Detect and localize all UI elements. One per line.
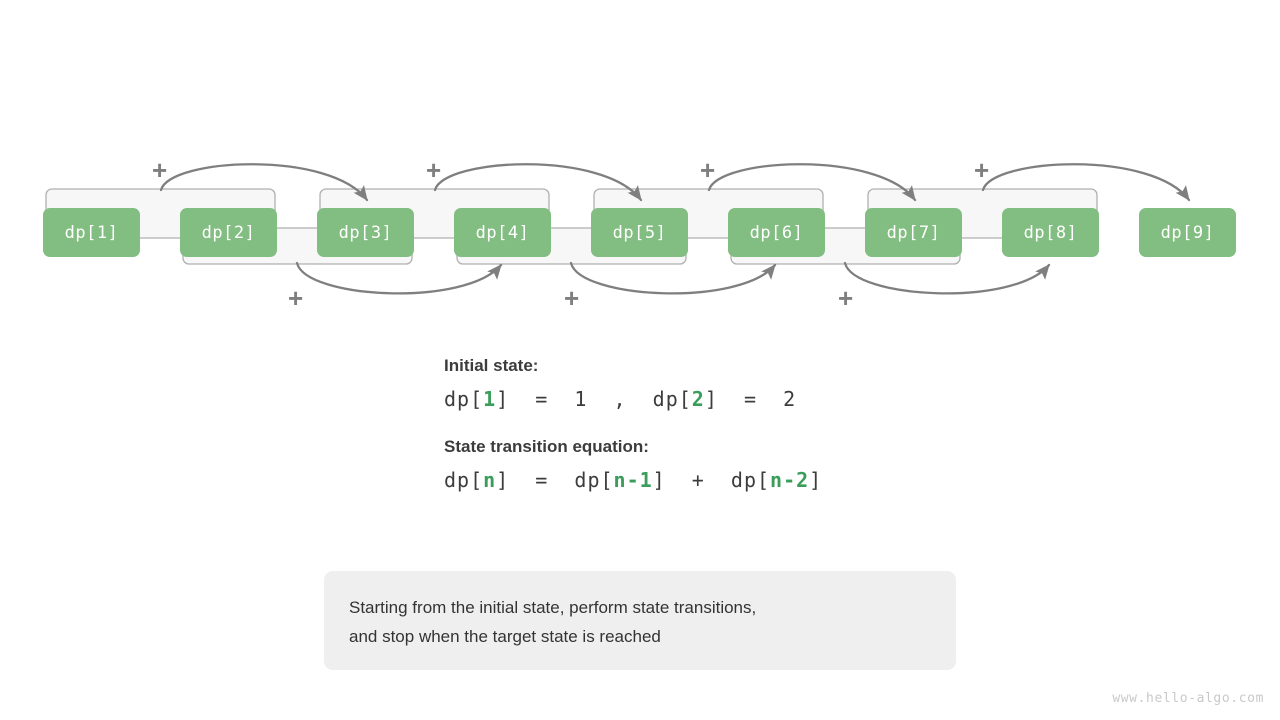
dp-box-8: dp[8] [1002,208,1099,257]
dp-box-4: dp[4] [454,208,551,257]
plus-sign-bottom-3: + [838,283,854,313]
formula-index: 1 [483,387,497,411]
initial-state-heading: Initial state: [444,356,539,375]
caption-line-1: Starting from the initial state, perform… [349,598,757,617]
dp-box-3: dp[3] [317,208,414,257]
formula-index: n [483,468,497,492]
transition-heading: State transition equation: [444,437,649,456]
arrow-group-bottom [295,261,1051,295]
formula-text: ] = 2 [704,387,797,411]
formula-text: ] = dp[ [496,468,614,492]
formula-index: 2 [691,387,705,411]
plus-sign-top-3: + [700,155,716,185]
site-watermark: www.hello-algo.com [1112,691,1264,706]
dp-box-1: dp[1] [43,208,140,257]
plus-sign-top-1: + [152,155,168,185]
caption-line-2: and stop when the target state is reache… [349,626,661,646]
diagram-connectors [45,163,1191,295]
formula-index: n-2 [770,468,810,492]
explanation-text: Initial state: dp[1] = 1 , dp[2] = 2 Sta… [444,356,1004,518]
plus-sign-bottom-2: + [564,283,580,313]
dp-box-7: dp[7] [865,208,962,257]
plus-sign-top-2: + [426,155,442,185]
bracket-group-bottom [182,227,961,265]
dp-box-9: dp[9] [1139,208,1236,257]
plus-sign-bottom-1: + [288,283,304,313]
arrow-top-3 [707,163,917,202]
arrow-top-4 [981,163,1191,202]
formula-index: n-1 [613,468,653,492]
formula-text: ] + dp[ [652,468,771,492]
plus-sign-top-4: + [974,155,990,185]
dp-transition-diagram: + + + + + + + dp[1] dp[2] dp[3] dp[4] dp… [0,0,1280,340]
dp-box-2: dp[2] [180,208,277,257]
formula-text: dp[ [444,387,484,411]
arrow-top-2 [433,163,643,202]
formula-text: ] [809,468,823,492]
arrow-group-top [159,163,1191,202]
formula-text: dp[ [444,468,484,492]
arrow-bottom-3 [843,261,1051,295]
dp-box-5: dp[5] [591,208,688,257]
arrow-bottom-2 [569,261,777,295]
transition-formula: dp[n] = dp[n-1] + dp[n-2] [444,468,1004,492]
dp-box-6: dp[6] [728,208,825,257]
arrow-top-1 [159,163,369,202]
initial-state-formula: dp[1] = 1 , dp[2] = 2 [444,387,1004,411]
formula-text: ] = 1 , dp[ [496,387,692,411]
caption-box: Starting from the initial state, perform… [324,571,956,670]
arrow-bottom-1 [295,261,503,295]
